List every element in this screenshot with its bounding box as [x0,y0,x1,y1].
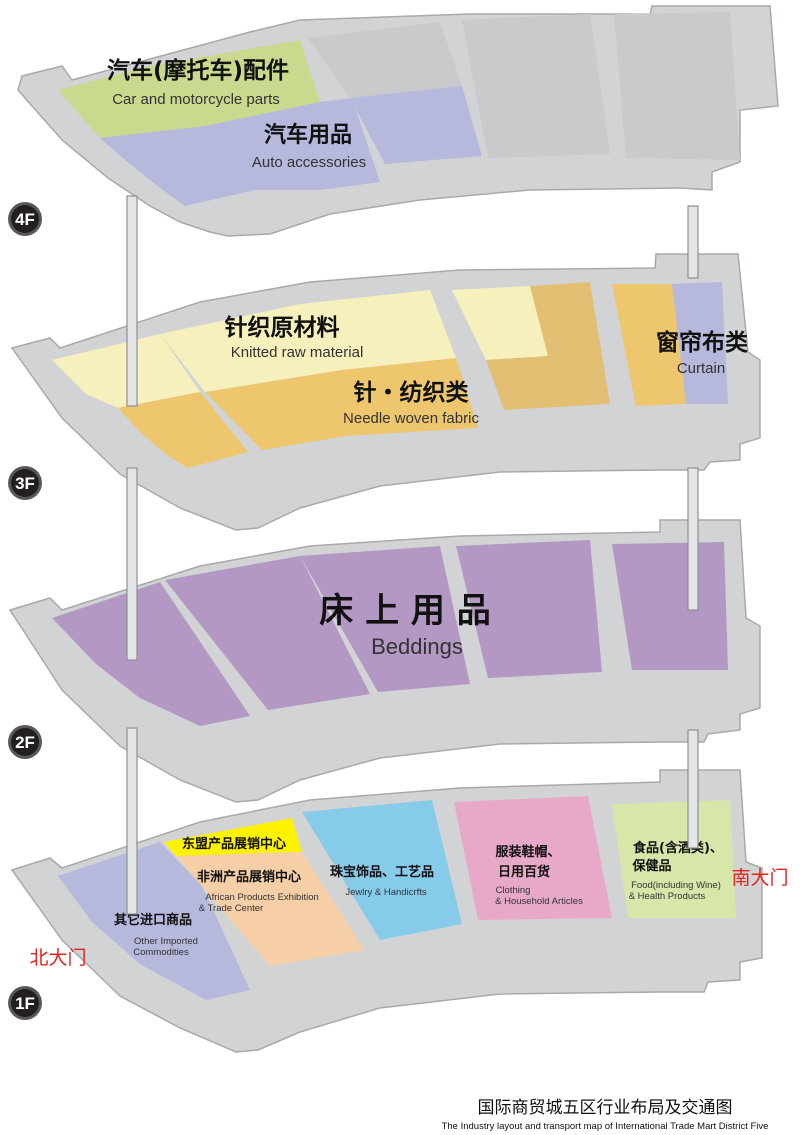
floor-badge-3f-label: 3F [15,474,35,493]
zone-3f-knitted-raw[interactable] [160,304,342,392]
zone-1f-clothing-en-1: Clothing [496,885,531,896]
zone-1f-clothing-en-2: & Household Articles [495,896,583,907]
zone-3f-tan[interactable] [486,282,610,410]
zone-1f-food[interactable] [612,800,736,918]
zone-2f-beddings-d[interactable] [456,540,602,678]
zone-2f-beddings-c[interactable] [300,546,470,692]
zone-2f-beddings-cn: 床 上 用 品 [319,591,491,631]
floor-badge-4f-label: 4F [15,210,35,229]
zone-1f-african-en-1: African Products Exhibition [205,892,319,903]
zone-1f-clothing[interactable] [454,796,612,920]
zone-1f-african-en-2: & Trade Center [199,903,263,914]
zone-1f-food-cn-1: 食品(含酒类)、 [633,840,723,856]
zone-4f-auto-accessories-cn: 汽车用品 [264,122,352,148]
floor-4f: 汽车(摩托车)配件 Car and motorcycle parts 汽车用品 … [17,5,779,237]
zone-3f-curtain-cn: 窗帘布类 [656,329,748,356]
zone-4f-car-parts[interactable] [58,40,320,138]
zone-1f-food-en-2: & Health Products [629,891,706,902]
zone-4f-lavender-b[interactable] [350,86,482,164]
zone-4f-car-parts-cn: 汽车(摩托车)配件 [107,57,289,84]
zone-3f-cream-a[interactable] [52,334,200,408]
zone-3f-curtain-lavender[interactable] [672,282,728,404]
north-gate-label: 北大门 [29,947,86,969]
zone-1f-african-cn: 非洲产品展销中心 [197,869,301,885]
zone-2f-beddings-en: Beddings [371,634,463,659]
zone-1f-food-cn-2: 保健品 [631,858,671,874]
floor-badge-2f: 2F [8,725,42,759]
zone-4f-grey-c[interactable] [614,12,740,160]
zone-1f-other-imported-cn: 其它进口商品 [114,912,192,928]
zone-4f-auto-accessories-en: Auto accessories [252,154,366,171]
south-gate-label: 南大门 [731,867,788,889]
floor-badges: 4F 3F 2F 1F [8,202,42,1020]
zone-2f-beddings-b[interactable] [165,556,370,710]
zone-3f-needle-woven-cn: 针・纺织类 [354,379,469,406]
floor-3f: 针织原材料 Knitted raw material 针・纺织类 Needle … [10,253,761,531]
zone-1f-food-en-1: Food(including Wine) [631,880,721,891]
zone-3f-knitted-raw-en: Knitted raw material [231,344,364,361]
zone-3f-knitted-raw-cn: 针织原材料 [225,315,340,341]
elevator-shaft-north-lower [126,727,138,915]
elevator-shaft-south-middle [687,467,699,611]
elevator-shaft-north-upper [126,195,138,407]
zone-1f-clothing-cn-1: 服装鞋帽、 [495,844,560,860]
zone-1f-asean[interactable] [164,818,302,856]
zone-4f-car-parts-en: Car and motorcycle parts [112,91,280,108]
zone-4f-lavender-a[interactable] [100,126,255,206]
floor-badge-2f-label: 2F [15,733,35,752]
zone-3f-needle-woven-en: Needle woven fabric [343,410,479,427]
zone-4f-grey-a[interactable] [308,22,462,98]
transport-connectors [126,195,699,915]
zone-1f-clothing-cn-2: 日用百货 [498,864,550,880]
zone-1f-asean-cn: 东盟产品展销中心 [182,836,286,852]
zone-1f-other-imported-en-1: Other Imported [134,936,198,947]
zone-3f-cream-b[interactable] [300,290,456,370]
map-title-cn: 国际商贸城五区行业布局及交通图 [478,1098,733,1118]
floor-badge-3f: 3F [8,466,42,500]
zone-3f-cream-c[interactable] [452,286,548,360]
zone-2f-beddings-a[interactable] [52,582,250,726]
map-title-en: The Industry layout and transport map of… [442,1121,769,1132]
zone-1f-other-imported[interactable] [58,842,250,1000]
zone-1f-african[interactable] [176,852,364,966]
floor-2f: 床 上 用 品 Beddings [8,519,761,803]
elevator-shaft-south-upper [687,205,699,279]
floor-1f: 其它进口商品 Other Imported Commodities 东盟产品展销… [10,769,763,1053]
zone-4f-grey-b[interactable] [462,14,610,158]
zone-2f-beddings-e[interactable] [612,542,728,670]
elevator-shaft-north-middle [126,467,138,661]
zone-3f-gold-a[interactable] [118,392,248,468]
zone-4f-auto-accessories[interactable] [205,98,380,190]
zone-3f-curtain-en: Curtain [677,360,725,377]
floor-badge-4f: 4F [8,202,42,236]
zone-3f-needle-woven[interactable] [205,358,478,450]
zone-1f-jewelry-en: Jewlry & Handicrfts [345,887,427,898]
elevator-shaft-south-lower [687,729,699,849]
zone-1f-jewelry[interactable] [302,800,462,940]
zone-3f-curtain[interactable] [612,284,686,406]
zone-1f-jewelry-cn: 珠宝饰品、工艺品 [330,864,434,880]
floor-badge-1f: 1F [8,986,42,1020]
zone-1f-other-imported-en-2: Commodities [133,947,189,958]
floor-badge-1f-label: 1F [15,994,35,1013]
